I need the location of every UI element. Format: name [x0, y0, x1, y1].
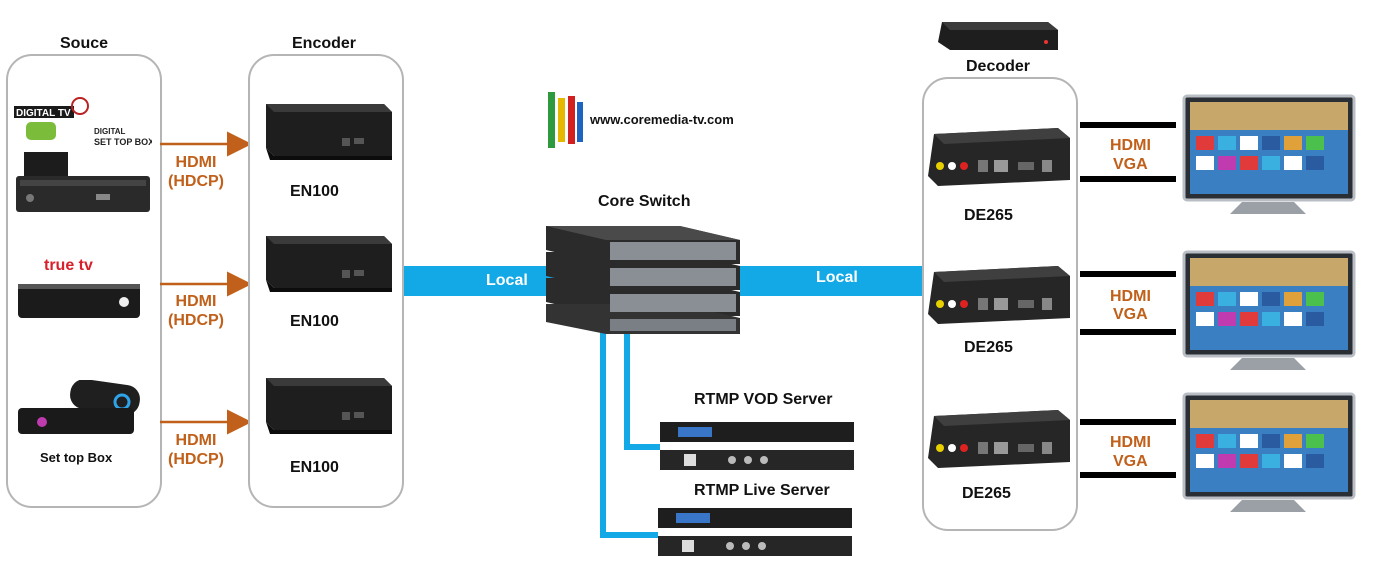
decoder-device-2-icon — [928, 266, 1070, 324]
output-cable-3a — [1080, 419, 1176, 425]
output-cable-1a — [1080, 122, 1176, 128]
output-label-3-b: VGA — [1113, 453, 1148, 470]
vod-server-title: RTMP VOD Server — [694, 391, 833, 408]
output-label-2-b: VGA — [1113, 306, 1148, 323]
output-cable-3b — [1080, 472, 1176, 478]
encoder-device-3-icon — [266, 378, 392, 434]
tv-1-icon — [1182, 94, 1356, 214]
set-top-box-1-icon — [16, 152, 150, 212]
output-label-1-a: HDMI — [1110, 137, 1151, 154]
brand-set-top-box: SET TOP BOX — [94, 137, 152, 147]
digital-tv-logo-icon: DIGITAL TV DIGITAL SET TOP BOX — [14, 97, 152, 147]
coremedia-logo-icon — [548, 92, 583, 148]
live-server-icon — [658, 508, 852, 556]
live-server-title: RTMP Live Server — [694, 482, 830, 499]
encoder-device-1-icon — [266, 104, 392, 160]
encoder-label-2: EN100 — [290, 313, 339, 330]
tv-2-icon — [1182, 250, 1356, 370]
decoder-device-1-icon — [928, 128, 1070, 186]
decoder-label-2: DE265 — [964, 339, 1013, 356]
encoder-title: Encoder — [292, 35, 357, 52]
vod-server-link-v — [624, 330, 630, 450]
tv-3-icon — [1182, 392, 1356, 512]
local-label-right: Local — [816, 269, 858, 286]
output-cable-2b — [1080, 329, 1176, 335]
decoder-label-1: DE265 — [964, 207, 1013, 224]
output-cable-1b — [1080, 176, 1176, 182]
set-top-box-label: Set top Box — [40, 450, 113, 465]
local-link-left — [404, 266, 554, 296]
output-label-2-a: HDMI — [1110, 288, 1151, 305]
live-server-link-v — [600, 330, 606, 538]
decoder-top-device-icon — [938, 22, 1058, 50]
vod-server-link-h — [624, 444, 660, 450]
decoder-label-3: DE265 — [962, 485, 1011, 502]
source-title: Souce — [60, 35, 109, 52]
svg-text:DIGITAL: DIGITAL — [94, 127, 126, 136]
brand-digital-tv: DIGITAL TV — [16, 108, 71, 119]
vod-server-icon — [660, 422, 854, 470]
local-link-right — [740, 266, 924, 296]
core-switch-title: Core Switch — [598, 193, 691, 210]
decoder-device-3-icon — [928, 410, 1070, 468]
hdmi-arrows — [160, 131, 252, 435]
hdmi-label-3: HDMI (HDCP) — [168, 432, 224, 468]
output-cable-2a — [1080, 271, 1176, 277]
output-label-3-a: HDMI — [1110, 434, 1151, 451]
local-label-left: Local — [486, 272, 528, 289]
set-top-box-3-icon — [18, 380, 140, 434]
encoder-label-1: EN100 — [290, 183, 339, 200]
core-switch-icon — [546, 226, 740, 334]
output-label-1-b: VGA — [1113, 156, 1148, 173]
true-tv-box-icon: true tv — [18, 257, 140, 318]
decoder-title: Decoder — [966, 58, 1031, 75]
hdmi-label-1: HDMI (HDCP) — [168, 154, 224, 190]
encoder-device-2-icon — [266, 236, 392, 292]
encoder-label-3: EN100 — [290, 459, 339, 476]
live-server-link-h — [600, 532, 658, 538]
hdmi-label-2: HDMI (HDCP) — [168, 293, 224, 329]
brand-url: www.coremedia-tv.com — [590, 112, 734, 127]
brand-true-tv: true tv — [44, 257, 93, 274]
